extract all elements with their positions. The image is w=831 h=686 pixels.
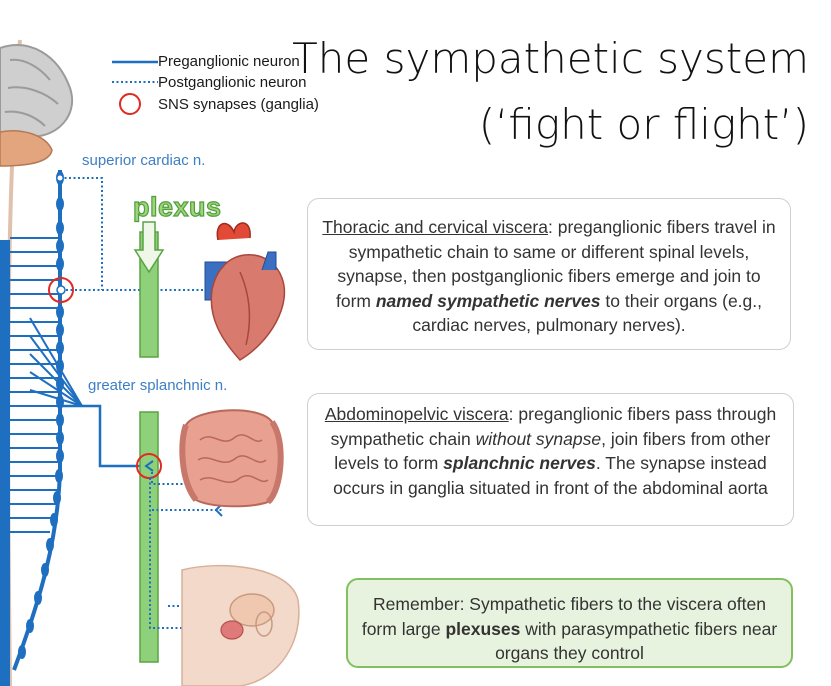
legend-postganglionic: Postganglionic neuron xyxy=(158,74,307,91)
abdominal-text-3: , join fibers from other levels to form xyxy=(334,428,771,474)
spinal-nerves xyxy=(10,237,58,533)
legend-preganglionic: Preganglionic neuron xyxy=(158,53,300,70)
colon-icon xyxy=(179,409,284,508)
superior-cardiac-label: superior cardiac n. xyxy=(82,152,206,169)
plexus-arrow-icon xyxy=(133,221,165,274)
greater-splanchnic-label: greater splanchnic n. xyxy=(88,377,228,394)
chain-synapse-ring xyxy=(48,277,74,303)
abdominal-text-5: . The synapse instead occurs in ganglia … xyxy=(333,453,768,498)
brain-icon xyxy=(0,44,73,167)
superior-cardiac-nerve xyxy=(60,177,103,290)
pelvic-organs-icon xyxy=(181,564,300,686)
postganglionic-to-pelvis-1 xyxy=(149,478,206,629)
splanchnic-fibers xyxy=(29,317,83,407)
thoracic-text-2: named sympathetic nerves xyxy=(375,290,601,311)
heart-icon xyxy=(204,222,286,361)
thoracic-text-1: : preganglionic fibers travel in sympath… xyxy=(335,217,776,311)
legend-synapse-icon xyxy=(119,93,141,115)
abdominal-heading: Abdominopelvic viscera xyxy=(324,404,509,424)
legend-synapses: SNS synapses (ganglia) xyxy=(158,96,319,113)
remember-text-2: plexuses xyxy=(445,618,521,639)
chain-ganglia xyxy=(18,171,64,659)
abdominal-text-4: splanchnic nerves xyxy=(443,453,596,473)
remember-text-1: Remember: Sympathetic fibers to the visc… xyxy=(361,594,766,639)
plexus-label: plexus xyxy=(132,191,222,222)
greater-splanchnic-nerve xyxy=(60,404,140,468)
sympathetic-chain xyxy=(12,170,62,671)
thoracic-viscera-box: Thoracic and cervical viscera: pregangli… xyxy=(307,198,791,350)
spinal-cord-column xyxy=(0,240,10,686)
abdominopelvic-viscera-box: Abdominopelvic viscera: preganglionic fi… xyxy=(307,393,794,526)
title-line-2: (‘fight or flight’) xyxy=(478,100,809,149)
remember-box: Remember: Sympathetic fibers to the visc… xyxy=(346,578,793,668)
thoracic-heading: Thoracic and cervical viscera xyxy=(322,217,548,237)
abdominal-text-1: : preganglionic fibers pass through symp… xyxy=(330,404,777,449)
remember-text-3: with parasympathetic fibers near organs … xyxy=(495,618,778,664)
thoracic-text-3: to their organs (e.g., cardiac nerves, p… xyxy=(412,290,763,336)
abdominal-text-2: without synapse xyxy=(475,428,602,449)
title-line-1: The sympathetic system xyxy=(292,34,809,83)
